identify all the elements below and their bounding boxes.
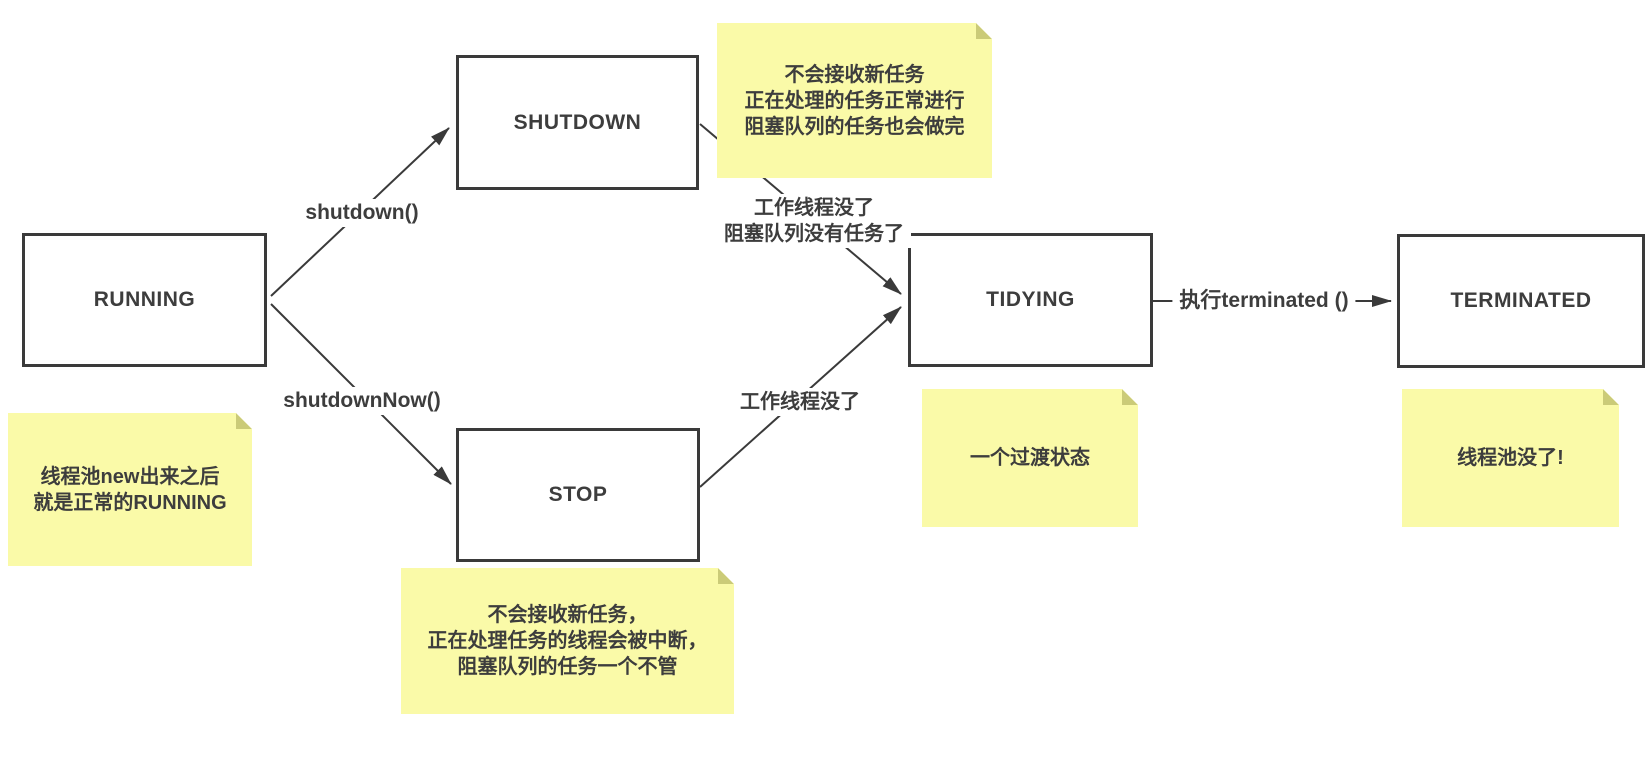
transition-label-terminated-call: 执行terminated (): [1172, 287, 1356, 315]
state-label-terminated: TERMINATED: [1450, 289, 1592, 312]
sticky-note-running: 线程池new出来之后 就是正常的RUNNING: [8, 413, 252, 566]
note-text-line: 不会接收新任务，: [487, 604, 648, 626]
note-text-line: 线程池没了!: [1457, 447, 1564, 469]
sticky-note-terminated: 线程池没了!: [1402, 389, 1619, 527]
state-box-shutdown: SHUTDOWN: [456, 55, 699, 190]
note-text-line: 正在处理任务的线程会被中断，: [427, 630, 708, 652]
state-label-tidying: TIDYING: [986, 288, 1075, 311]
sticky-note-stop: 不会接收新任务， 正在处理任务的线程会被中断， 阻塞队列的任务一个不管: [401, 568, 734, 714]
transition-label-shutdown-call: shutdown(): [298, 199, 426, 227]
note-text-line: 线程池new出来之后: [40, 465, 220, 488]
note-text-line: 就是正常的RUNNING: [33, 491, 227, 514]
note-text-line: 一个过渡状态: [970, 447, 1090, 469]
note-text-line: 不会接收新任务: [784, 63, 925, 86]
state-label-shutdown: SHUTDOWN: [513, 110, 642, 134]
state-label-running: RUNNING: [93, 288, 196, 311]
note-text-line: 阻塞队列的任务一个不管: [457, 656, 678, 678]
sticky-note-shutdown: 不会接收新任务 正在处理的任务正常进行 阻塞队列的任务也会做完: [717, 23, 992, 178]
state-box-running: RUNNING: [22, 233, 267, 367]
transition-label-shutdown-to-tidying: 工作线程没了 阻塞队列没有任务了: [717, 194, 911, 248]
transition-label-shutdownnow-call: shutdownNow(): [276, 387, 448, 415]
note-text-line: 阻塞队列的任务也会做完: [744, 115, 965, 138]
note-text-line: 正在处理的任务正常进行: [744, 89, 965, 112]
state-box-tidying: TIDYING: [908, 233, 1153, 367]
state-box-terminated: TERMINATED: [1397, 234, 1645, 368]
transition-label-line: 阻塞队列没有任务了: [724, 223, 904, 245]
transition-label-line: 工作线程没了: [754, 197, 874, 219]
state-label-stop: STOP: [548, 483, 608, 506]
state-box-stop: STOP: [456, 428, 700, 562]
sticky-note-tidying: 一个过渡状态: [922, 389, 1138, 527]
transition-label-stop-to-tidying: 工作线程没了: [733, 388, 867, 416]
